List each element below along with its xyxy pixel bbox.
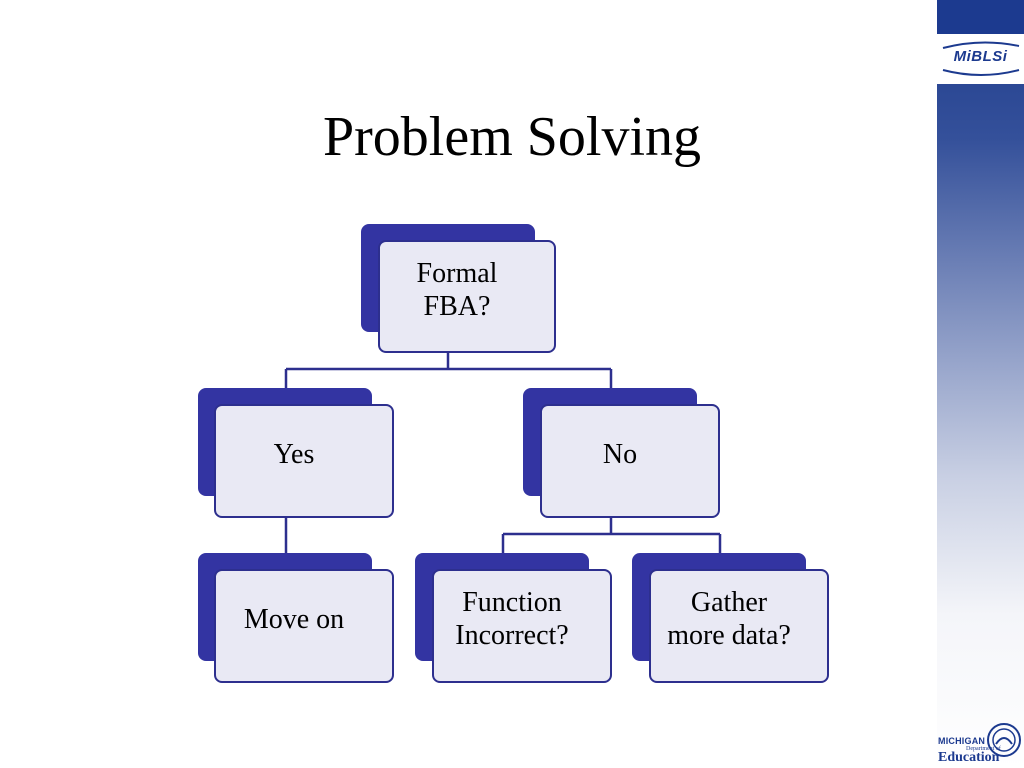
node-gather-data-label: Gather more data? [649,586,809,652]
sidebar-top-bar [937,0,1024,34]
logo-text: MiBLSi [953,48,1008,65]
miblsi-logo: MiBLSi [937,34,1024,84]
node-gather-data-line1: Gather [690,587,768,618]
logo-michigan-text: MICHIGAN [938,736,986,746]
node-formal-fba-label: Formal FBA? [377,257,537,323]
node-gather-data: Gather more data? [649,569,829,683]
node-move-on-label: Move on [243,603,345,635]
node-formal-fba-line1: Formal [416,257,498,289]
node-formal-fba-line2: FBA? [423,290,491,322]
slide-title: Problem Solving [322,106,702,168]
logo-department-text: Department of [966,746,1001,752]
node-no: No [540,404,720,518]
node-formal-fba: Formal FBA? [378,240,556,353]
node-function-incorrect-label: Function Incorrect? [432,586,592,652]
logo-education-text: Education [938,750,1000,765]
sidebar: MiBLSi [937,0,1024,768]
node-function-incorrect-line1: Function [462,587,562,618]
swoosh-icon [942,41,1020,76]
node-yes-label: Yes [273,438,315,470]
node-gather-data-line2: more data? [667,620,791,651]
node-no-label: No [602,438,638,470]
node-yes: Yes [214,404,394,518]
michigan-education-logo: MICHIGAN Department of Education [936,720,1024,768]
node-function-incorrect: Function Incorrect? [432,569,612,683]
seal-icon [987,723,1021,757]
node-function-incorrect-line2: Incorrect? [455,620,569,651]
node-move-on: Move on [214,569,394,683]
